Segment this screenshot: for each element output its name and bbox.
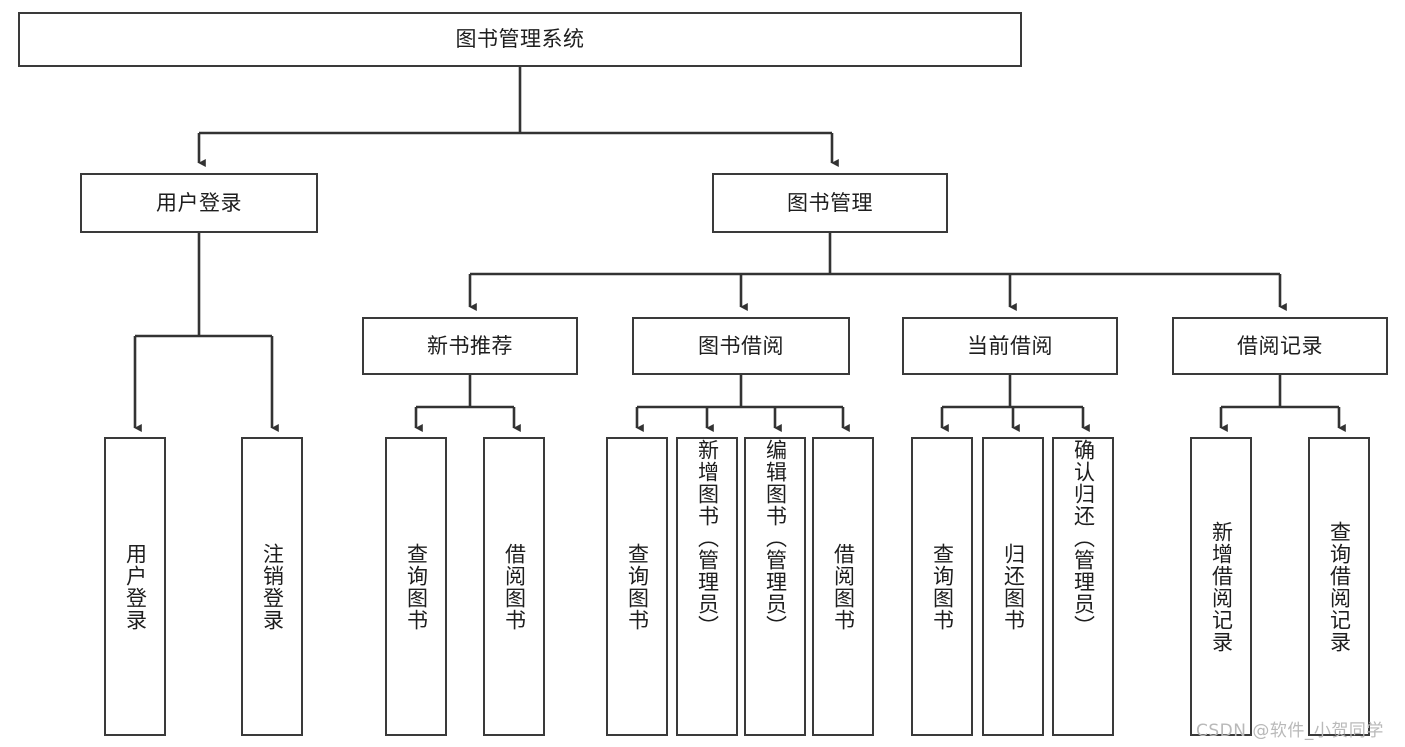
node-new-book-recommend[interactable]: 新书推荐 — [362, 317, 578, 375]
leaf-add-book-label: 新增图书（管理员） — [695, 439, 720, 637]
node-new-book-recommend-label: 新书推荐 — [427, 333, 513, 358]
leaf-query-book-2-label: 查询图书 — [625, 542, 650, 631]
leaf-confirm-return[interactable]: 确认归还（管理员） — [1052, 437, 1114, 736]
leaf-borrow-book-1-label: 借阅图书 — [502, 542, 527, 631]
node-book-borrow[interactable]: 图书借阅 — [632, 317, 850, 375]
leaf-add-book[interactable]: 新增图书（管理员） — [676, 437, 738, 736]
node-borrow-record-label: 借阅记录 — [1237, 333, 1323, 358]
leaf-borrow-book-2[interactable]: 借阅图书 — [812, 437, 874, 736]
leaf-user-login[interactable]: 用户登录 — [104, 437, 166, 736]
csdn-watermark: CSDN @软件_小贺同学 — [1196, 721, 1384, 741]
leaf-logout[interactable]: 注销登录 — [241, 437, 303, 736]
node-user-login[interactable]: 用户登录 — [80, 173, 318, 233]
leaf-logout-label: 注销登录 — [260, 542, 285, 631]
node-current-borrow[interactable]: 当前借阅 — [902, 317, 1118, 375]
node-book-manage[interactable]: 图书管理 — [712, 173, 948, 233]
leaf-edit-book-label: 编辑图书（管理员） — [763, 439, 788, 637]
node-current-borrow-label: 当前借阅 — [967, 333, 1053, 358]
leaf-query-book-2[interactable]: 查询图书 — [606, 437, 668, 736]
leaf-borrow-book-2-label: 借阅图书 — [831, 542, 856, 631]
leaf-user-login-label: 用户登录 — [123, 542, 148, 631]
leaf-query-book-1[interactable]: 查询图书 — [385, 437, 447, 736]
leaf-query-record-label: 查询借阅记录 — [1327, 520, 1352, 653]
leaf-edit-book[interactable]: 编辑图书（管理员） — [744, 437, 806, 736]
leaf-query-record[interactable]: 查询借阅记录 — [1308, 437, 1370, 736]
leaf-add-record[interactable]: 新增借阅记录 — [1190, 437, 1252, 736]
node-borrow-record[interactable]: 借阅记录 — [1172, 317, 1388, 375]
node-user-login-label: 用户登录 — [156, 190, 242, 215]
node-root[interactable]: 图书管理系统 — [18, 12, 1022, 67]
node-root-label: 图书管理系统 — [455, 27, 585, 52]
leaf-borrow-book-1[interactable]: 借阅图书 — [483, 437, 545, 736]
leaf-query-book-1-label: 查询图书 — [404, 542, 429, 631]
leaf-add-record-label: 新增借阅记录 — [1209, 520, 1234, 653]
leaf-return-book[interactable]: 归还图书 — [982, 437, 1044, 736]
leaf-confirm-return-label: 确认归还（管理员） — [1071, 439, 1096, 637]
node-book-borrow-label: 图书借阅 — [698, 333, 784, 358]
leaf-return-book-label: 归还图书 — [1001, 542, 1026, 631]
node-book-manage-label: 图书管理 — [787, 190, 873, 215]
leaf-query-book-3-label: 查询图书 — [930, 542, 955, 631]
leaf-query-book-3[interactable]: 查询图书 — [911, 437, 973, 736]
